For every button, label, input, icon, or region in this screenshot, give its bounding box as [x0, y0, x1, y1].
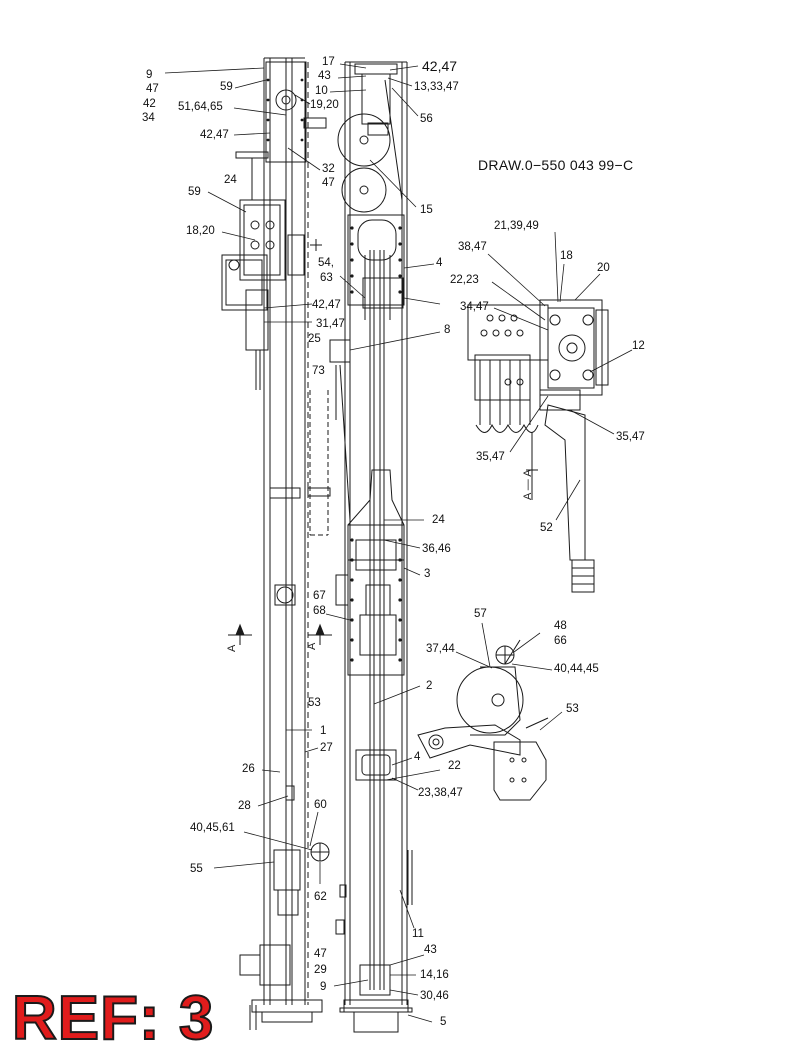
callout-19-20: 19,20 — [310, 99, 339, 111]
callout-34: 34 — [142, 112, 155, 124]
callout-52: 52 — [540, 522, 553, 534]
callout-40-44-45: 40,44,45 — [554, 663, 599, 675]
callout-37-44: 37,44 — [426, 643, 455, 655]
callout-40-45-61: 40,45,61 — [190, 822, 235, 834]
callout-54: 54, — [318, 257, 334, 269]
callout-53: 53 — [566, 703, 579, 715]
callout-53: 53 — [308, 697, 321, 709]
section-a-a-view — [467, 299, 609, 593]
callout-1: 1 — [320, 725, 327, 737]
callout-18-20: 18,20 — [186, 225, 215, 237]
callout-22: 22 — [448, 760, 461, 772]
callout-73: 73 — [312, 365, 325, 377]
callout-48: 48 — [554, 620, 567, 632]
callout-47: 47 — [322, 177, 335, 189]
callout-4: 4 — [414, 751, 421, 763]
callout-63: 63 — [320, 272, 333, 284]
callout-47: 47 — [314, 948, 327, 960]
callout-62: 62 — [314, 891, 327, 903]
callout-57: 57 — [474, 608, 487, 620]
callout-20: 20 — [597, 262, 610, 274]
callout-35-47: 35,47 — [616, 431, 645, 443]
callout-35-47: 35,47 — [476, 451, 505, 463]
callout-21-39-49: 21,39,49 — [494, 220, 539, 232]
callout-60: 60 — [314, 799, 327, 811]
detail-side-view — [417, 639, 549, 801]
center-mast — [329, 61, 413, 1033]
callout-56: 56 — [420, 113, 433, 125]
callout-15: 15 — [420, 204, 433, 216]
callout-2: 2 — [426, 680, 433, 692]
callout-42-47: 42,47 — [312, 299, 341, 311]
section-title: A — A — [522, 469, 534, 500]
callout-42: 42 — [143, 98, 156, 110]
callout-29: 29 — [314, 964, 327, 976]
callout-55: 55 — [190, 863, 203, 875]
callout-5: 5 — [440, 1016, 447, 1028]
callout-3: 3 — [424, 568, 431, 580]
callout-36-46: 36,46 — [422, 543, 451, 555]
leader-lines — [164, 63, 633, 1023]
callout-13-33-47: 13,33,47 — [414, 81, 459, 93]
callout-14-16: 14,16 — [420, 969, 449, 981]
callout-17: 17 — [322, 56, 335, 68]
callout-34-47: 34,47 — [460, 301, 489, 313]
callout-24: 24 — [224, 174, 237, 186]
callout-67: 67 — [313, 590, 326, 602]
callout-9: 9 — [320, 981, 327, 993]
callout-32: 32 — [322, 163, 335, 175]
callout-31-47: 31,47 — [316, 318, 345, 330]
callout-22-23: 22,23 — [450, 274, 479, 286]
callout-30-46: 30,46 — [420, 990, 449, 1002]
callout-59: 59 — [220, 81, 233, 93]
callout-9: 9 — [146, 69, 153, 81]
callout-24: 24 — [432, 514, 445, 526]
callout-26: 26 — [242, 763, 255, 775]
drawing-number: DRAW.0−550 043 99−C — [478, 157, 634, 173]
callout-42-47: 42,47 — [200, 129, 229, 141]
callout-27: 27 — [320, 742, 333, 754]
callout-47: 47 — [146, 83, 159, 95]
callout-59: 59 — [188, 186, 201, 198]
callout-25: 25 — [308, 333, 321, 345]
bolt-pattern — [266, 78, 402, 662]
callout-43: 43 — [318, 70, 331, 82]
callout-42-47: 42,47 — [422, 58, 458, 74]
callout-28: 28 — [238, 800, 251, 812]
callout-18: 18 — [560, 250, 573, 262]
left-mast — [221, 57, 332, 1030]
callout-12: 12 — [632, 340, 645, 352]
callout-8: 8 — [444, 324, 451, 336]
section-marker-right: A — [306, 642, 318, 650]
callout-51-64-65: 51,64,65 — [178, 101, 223, 113]
callout-10: 10 — [315, 85, 328, 97]
section-marker-left: A — [226, 644, 238, 652]
reference-badge: REF: 3 — [11, 984, 215, 1053]
callout-11: 11 — [412, 928, 424, 940]
callout-43: 43 — [424, 944, 437, 956]
callout-66: 66 — [554, 635, 567, 647]
callout-38-47: 38,47 — [458, 241, 487, 253]
callout-68: 68 — [313, 605, 326, 617]
callout-4: 4 — [436, 257, 443, 269]
callout-23-38-47: 23,38,47 — [418, 787, 463, 799]
